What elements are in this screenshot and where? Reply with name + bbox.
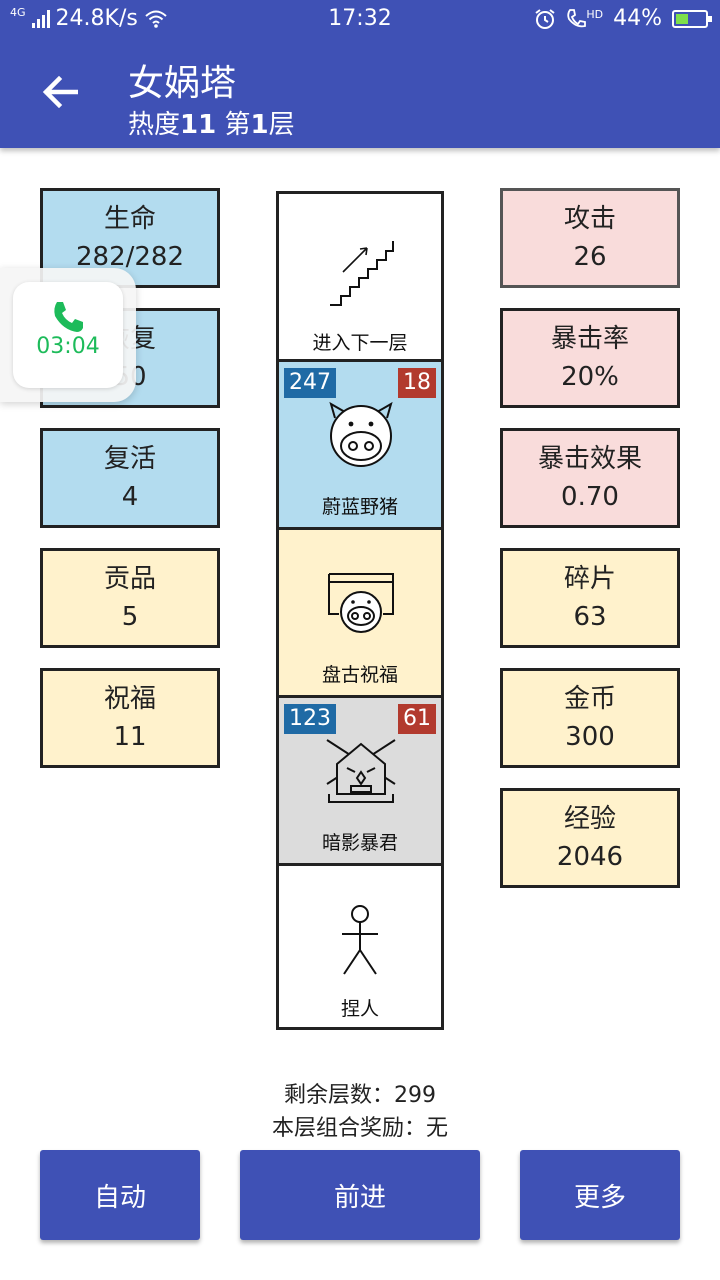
floating-call-bubble[interactable]: 03:04 bbox=[0, 268, 136, 402]
stat-label: 贡品 bbox=[103, 564, 156, 594]
stat-value: 300 bbox=[565, 722, 615, 752]
stat-value: 0.70 bbox=[561, 482, 619, 512]
tyrant-icon bbox=[326, 739, 396, 803]
stat-card-exp: 经验 2046 bbox=[500, 788, 680, 888]
stat-card-blessing: 祝福 11 bbox=[40, 668, 220, 768]
enemy-attack-badge: 18 bbox=[398, 368, 436, 398]
floor-label: 捏人 bbox=[340, 998, 379, 1020]
stairs-icon bbox=[330, 241, 394, 306]
stat-card-shards: 碎片 63 bbox=[500, 548, 680, 648]
tower-floor-tyrant[interactable]: 123 61 暗影暴君 bbox=[279, 698, 441, 866]
stat-label: 金币 bbox=[563, 684, 616, 714]
pangu-icon bbox=[328, 573, 394, 633]
more-button[interactable]: 更多 bbox=[520, 1150, 680, 1240]
stat-label: 暴击效果 bbox=[537, 444, 642, 474]
floor-label: 蔚蓝野猪 bbox=[321, 496, 398, 518]
stat-value: 5 bbox=[121, 602, 139, 632]
floor-label: 暗影暴君 bbox=[321, 832, 398, 854]
stat-value: 11 bbox=[113, 722, 147, 752]
stat-label: 复活 bbox=[103, 444, 156, 474]
floor-label: 进入下一层 bbox=[312, 332, 408, 354]
remaining-floors: 剩余层数：299 bbox=[284, 1083, 436, 1108]
enemy-hp-badge: 247 bbox=[284, 368, 336, 398]
stat-card-attack: 攻击 26 bbox=[500, 188, 680, 288]
stat-card-revive: 复活 4 bbox=[40, 428, 220, 528]
page-subtitle: 热度11 第1层 bbox=[128, 110, 295, 140]
stat-value: 63 bbox=[573, 602, 607, 632]
stat-value: 2046 bbox=[556, 842, 624, 872]
person-icon bbox=[342, 905, 378, 975]
heat-value: 11 bbox=[180, 110, 217, 140]
call-timer: 03:04 bbox=[36, 334, 100, 359]
stat-value: 4 bbox=[121, 482, 139, 512]
combo-reward: 本层组合奖励：无 bbox=[271, 1116, 448, 1141]
tower-column: 进入下一层 247 18 蔚蓝野猪 盘古祝福 123 6 bbox=[276, 191, 444, 1030]
arrow-left-icon bbox=[42, 76, 78, 108]
stat-card-hp: 生命 282/282 bbox=[40, 188, 220, 288]
tower-floor-person[interactable]: 捏人 bbox=[279, 866, 441, 1027]
tower-floor-pangu[interactable]: 盘古祝福 bbox=[279, 530, 441, 698]
stat-value: 20% bbox=[561, 362, 619, 392]
app-bar: 4G 24.8K/s 17:32 HD bbox=[0, 0, 720, 148]
enemy-hp-badge: 123 bbox=[284, 704, 336, 734]
back-button[interactable] bbox=[32, 68, 88, 116]
stat-label: 暴击率 bbox=[550, 324, 629, 354]
phone-icon bbox=[54, 302, 83, 332]
stat-value: 26 bbox=[573, 242, 607, 272]
floor-value: 1 bbox=[250, 110, 269, 140]
stat-label: 生命 bbox=[103, 204, 156, 234]
stat-label: 经验 bbox=[563, 804, 616, 834]
stat-value: 282/282 bbox=[75, 242, 184, 272]
network-label: 4G bbox=[10, 6, 26, 19]
stat-label: 祝福 bbox=[103, 684, 156, 714]
advance-button[interactable]: 前进 bbox=[240, 1150, 480, 1240]
stat-card-crit-rate: 暴击率 20% bbox=[500, 308, 680, 408]
boar-icon bbox=[329, 401, 393, 467]
alarm-icon bbox=[535, 8, 555, 29]
page-title: 女娲塔 bbox=[128, 63, 237, 104]
stat-card-tribute: 贡品 5 bbox=[40, 548, 220, 648]
enemy-attack-badge: 61 bbox=[398, 704, 436, 734]
tower-floor-next[interactable]: 进入下一层 bbox=[279, 194, 441, 362]
stat-label: 攻击 bbox=[563, 204, 616, 234]
network-speed: 24.8K/s bbox=[55, 6, 138, 31]
wifi-icon bbox=[145, 10, 167, 28]
status-time: 17:32 bbox=[328, 6, 392, 31]
battery-icon bbox=[672, 9, 712, 28]
stat-card-gold: 金币 300 bbox=[500, 668, 680, 768]
status-bar: 4G 24.8K/s 17:32 HD bbox=[0, 0, 720, 38]
signal-icon bbox=[31, 9, 50, 28]
hd-call-icon: HD bbox=[566, 8, 603, 30]
stat-label: 碎片 bbox=[563, 564, 616, 594]
stat-card-crit-effect: 暴击效果 0.70 bbox=[500, 428, 680, 528]
battery-percent: 44% bbox=[613, 6, 662, 31]
auto-button[interactable]: 自动 bbox=[40, 1150, 200, 1240]
floor-label: 盘古祝福 bbox=[321, 664, 398, 686]
tower-floor-boar[interactable]: 247 18 蔚蓝野猪 bbox=[279, 362, 441, 530]
